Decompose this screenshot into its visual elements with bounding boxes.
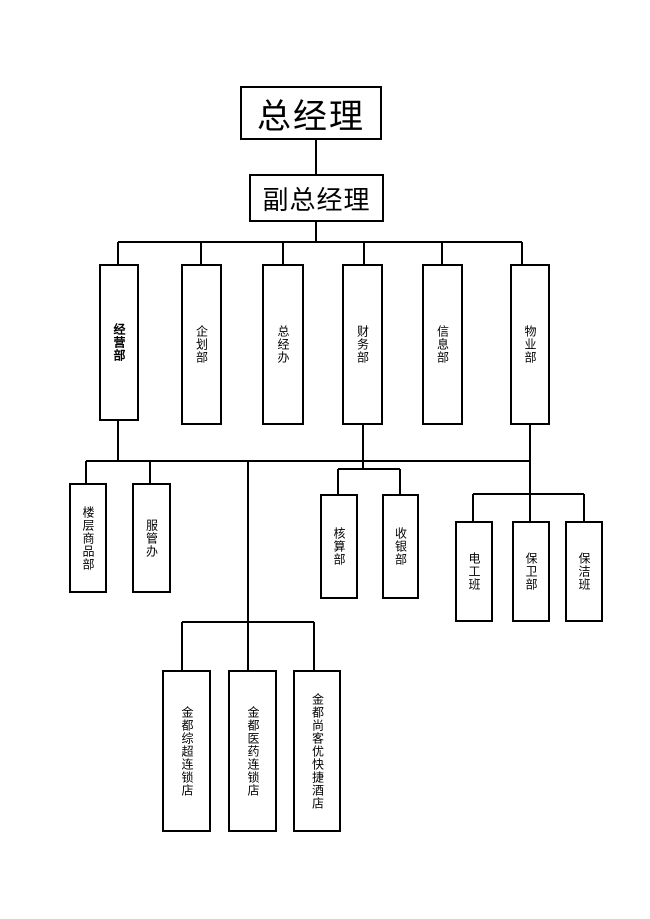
dept-operations-box: 经营部 xyxy=(99,264,139,421)
service-office-label: 服管办 xyxy=(144,518,159,558)
general-manager-box: 总经理 xyxy=(240,86,382,140)
cashier-box: 收银部 xyxy=(382,494,419,599)
store-pharmacy-box: 金都医药连锁店 xyxy=(228,670,277,832)
deputy-general-manager-label: 副总经理 xyxy=(262,185,371,216)
dept-finance-label: 财务部 xyxy=(355,325,370,364)
security-label: 保卫部 xyxy=(524,552,538,591)
general-manager-label: 总经理 xyxy=(257,96,365,137)
dept-property-label: 物业部 xyxy=(523,325,537,364)
store-supermarket-label: 金都综超连锁店 xyxy=(180,705,194,797)
cleaning-box: 保洁班 xyxy=(565,521,603,622)
service-office-box: 服管办 xyxy=(132,483,171,593)
deputy-general-manager-box: 副总经理 xyxy=(249,174,384,222)
dept-information-box: 信息部 xyxy=(422,264,463,425)
security-box: 保卫部 xyxy=(512,521,550,622)
store-hotel-label: 金都尚客优快捷酒店 xyxy=(310,692,325,810)
electrician-box: 电工班 xyxy=(455,521,493,622)
store-supermarket-box: 金都综超连锁店 xyxy=(162,670,211,832)
dept-operations-label: 经营部 xyxy=(112,323,126,362)
dept-general-office-box: 总经办 xyxy=(262,264,304,425)
dept-information-label: 信息部 xyxy=(435,325,450,364)
dept-general-office-label: 总经办 xyxy=(276,325,290,364)
dept-finance-box: 财务部 xyxy=(342,264,383,425)
floor-merchandise-label: 楼层商品部 xyxy=(81,505,95,571)
floor-merchandise-box: 楼层商品部 xyxy=(69,483,107,593)
cashier-label: 收银部 xyxy=(393,527,408,566)
accounting-box: 核算部 xyxy=(320,494,358,599)
dept-planning-label: 企划部 xyxy=(194,325,209,364)
store-pharmacy-label: 金都医药连锁店 xyxy=(246,705,260,797)
store-hotel-box: 金都尚客优快捷酒店 xyxy=(293,670,341,832)
accounting-label: 核算部 xyxy=(332,527,346,566)
cleaning-label: 保洁班 xyxy=(577,552,591,591)
dept-planning-box: 企划部 xyxy=(181,264,222,425)
electrician-label: 电工班 xyxy=(467,552,481,591)
dept-property-box: 物业部 xyxy=(510,264,550,425)
